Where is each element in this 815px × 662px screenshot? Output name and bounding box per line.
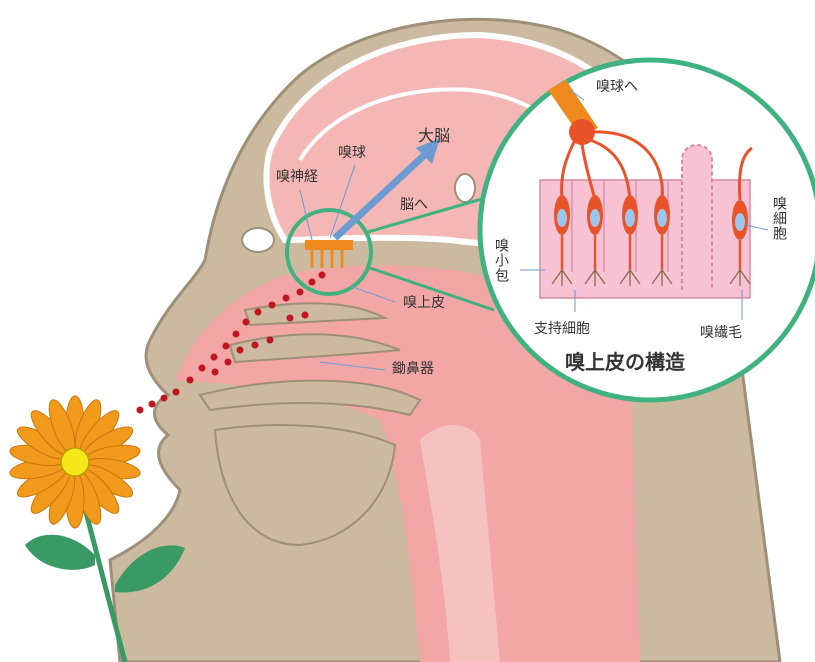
- label-olfactory-epithelium: 嗅上皮: [403, 296, 445, 310]
- label-to-olfactory-bulb: 嗅球へ: [596, 80, 638, 94]
- label-olfactory-bulb: 嗅球: [338, 146, 366, 160]
- sinus-cavity: [455, 174, 475, 202]
- olfactory-bulb-mark: [305, 240, 353, 250]
- flower-center: [61, 448, 89, 476]
- label-to-brain: 脳へ: [400, 198, 428, 212]
- label-structure-title: 嗅上皮の構造: [565, 352, 685, 372]
- label-olfactory-vesicle: 嗅小包: [494, 238, 508, 283]
- label-olfactory-cilia: 嗅繊毛: [700, 326, 742, 340]
- label-vomeronasal-organ: 鋤鼻器: [392, 362, 434, 376]
- flower-leaf-left: [25, 535, 95, 570]
- label-olfactory-nerve: 嗅神経: [276, 170, 318, 184]
- label-supporting-cell: 支持細胞: [534, 322, 590, 336]
- olfactory-gland: [682, 145, 712, 290]
- label-cerebrum: 大脳: [418, 128, 450, 144]
- label-olfactory-cell: 嗅細胞: [772, 196, 786, 241]
- eye-socket: [242, 228, 274, 252]
